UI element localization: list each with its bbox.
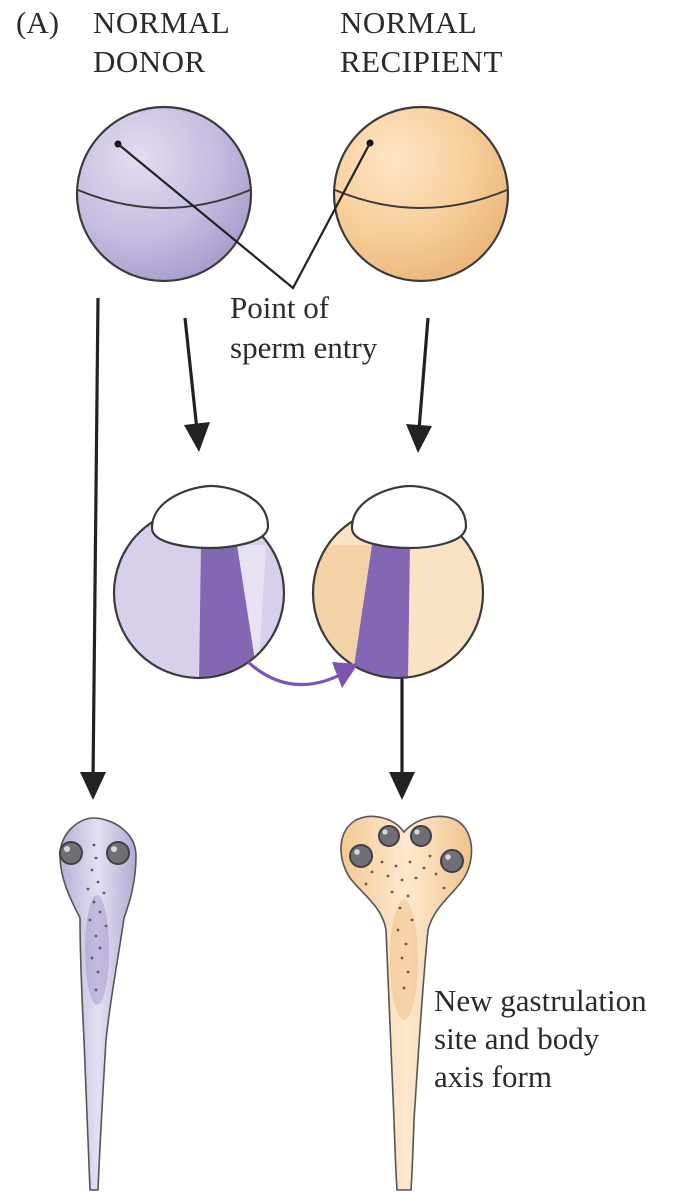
sperm-entry-label-line1: Point of xyxy=(230,290,330,325)
donor-egg xyxy=(77,107,251,281)
recipient-blastocoel xyxy=(352,486,466,548)
transplant-arrow xyxy=(248,662,358,688)
donor-blastocoel xyxy=(152,486,268,548)
recipient-short-arrow xyxy=(406,318,432,453)
donor-title-line1: NORMAL xyxy=(93,5,230,40)
recipient-title-line1: NORMAL xyxy=(340,5,477,40)
recipient-egg xyxy=(334,107,508,281)
donor-short-arrow xyxy=(184,318,210,452)
recipient-title-line2: RECIPIENT xyxy=(340,44,503,79)
donor-long-arrow xyxy=(80,298,106,800)
donor-left-eye-icon xyxy=(60,842,82,864)
donor-tadpole xyxy=(60,818,136,1190)
sperm-entry-label-line2: sperm entry xyxy=(230,330,378,365)
new-axis-label-line3: axis form xyxy=(434,1059,552,1094)
recipient-eye-1-icon xyxy=(379,826,399,846)
panel-label: (A) xyxy=(16,5,59,40)
recipient-eye-2-icon xyxy=(411,826,431,846)
recipient-gastrula xyxy=(313,486,483,680)
recipient-eye-3-icon xyxy=(350,845,372,867)
donor-gastrula xyxy=(114,486,284,680)
recipient-lower-arrow xyxy=(389,678,415,800)
recipient-eye-4-icon xyxy=(441,850,463,872)
donor-title-line2: DONOR xyxy=(93,44,206,79)
donor-right-eye-icon xyxy=(107,842,129,864)
new-axis-label-line2: site and body xyxy=(434,1021,600,1056)
new-axis-label-line1: New gastrulation xyxy=(434,983,647,1018)
